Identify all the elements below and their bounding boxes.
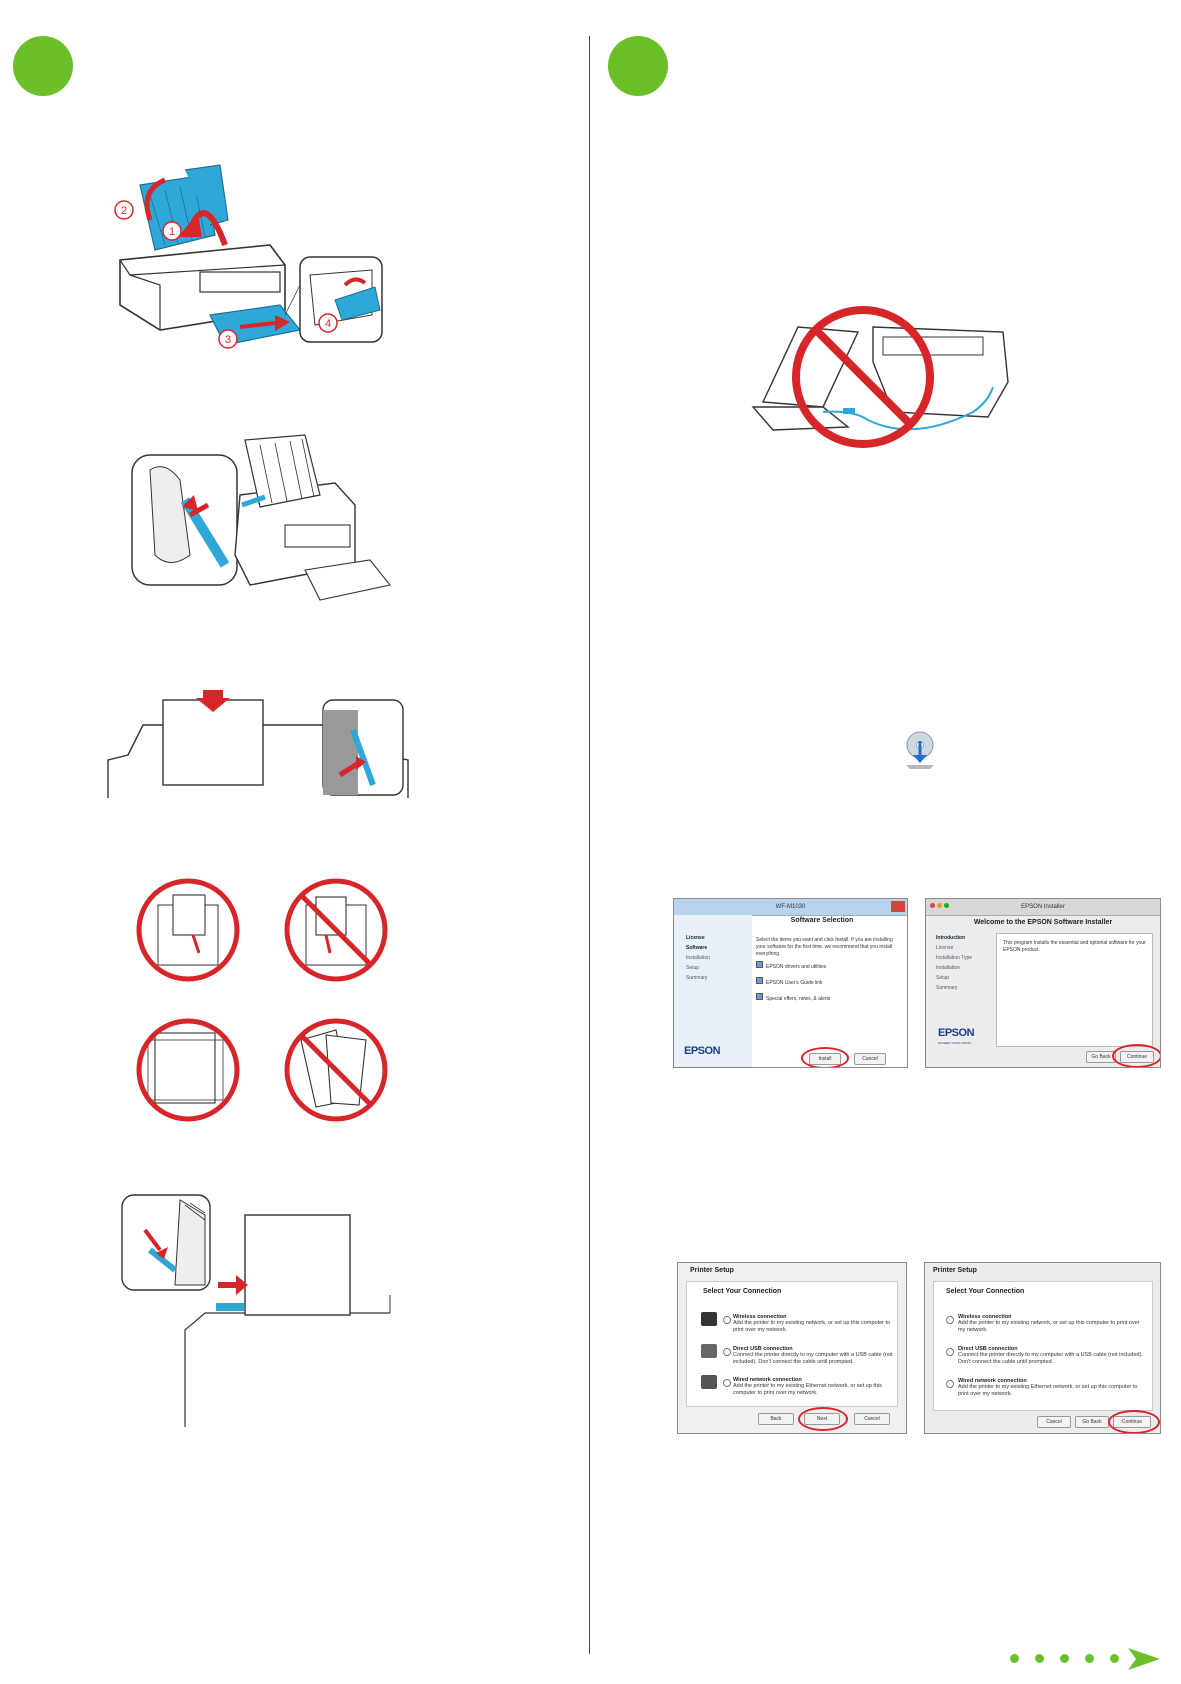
radio-usb[interactable] — [723, 1348, 731, 1356]
printer-setup-mac: Printer Setup Select Your Connection Wir… — [924, 1262, 1161, 1434]
callout-4: 4 — [325, 318, 331, 330]
cancel-button[interactable]: Cancel — [854, 1053, 886, 1065]
go-back-button[interactable]: Go Back — [1075, 1416, 1109, 1428]
checkbox-label-guide: EPSON User's Guide link — [766, 980, 823, 986]
mac-installer-body: This program installs the essential and … — [1003, 940, 1146, 953]
option-title-wired: Wired network connection — [733, 1377, 802, 1383]
select-connection-heading: Select Your Connection — [703, 1288, 782, 1295]
close-icon[interactable] — [930, 903, 935, 908]
callout-2: 2 — [121, 205, 127, 217]
step-introduction: Introduction — [936, 935, 966, 941]
mac-installer-title: EPSON Installer — [926, 899, 1160, 916]
option-title-wired: Wired network connection — [958, 1378, 1027, 1384]
cancel-button[interactable]: Cancel — [1037, 1416, 1071, 1428]
option-desc-wired: Add the printer to my existing Ethernet … — [958, 1384, 1138, 1397]
close-icon[interactable] — [891, 901, 905, 912]
progress-dot — [1035, 1654, 1044, 1663]
sidebar-item-summary: Summary — [686, 975, 708, 981]
mac-installer-window: EPSON Installer Welcome to the EPSON Sof… — [925, 898, 1161, 1068]
continue-indicator — [1010, 1654, 1119, 1663]
mac-installer-steps: Introduction License Installation Type I… — [932, 933, 998, 993]
callout-1: 1 — [169, 226, 175, 238]
printer-setup-title: Printer Setup — [933, 1267, 977, 1274]
load-paper-illustration — [107, 690, 409, 798]
option-desc-wireless: Add the printer to my existing network, … — [733, 1320, 891, 1333]
edge-guide-slide-illustration — [131, 434, 391, 601]
printer-setup-windows: Printer Setup Select Your Connection Wir… — [677, 1262, 907, 1434]
install-cd-icon — [906, 731, 934, 769]
epson-logo: EPSON — [684, 1045, 721, 1057]
checkbox-label-drivers: EPSON drivers and utilities — [766, 964, 827, 970]
highlight-oval — [1108, 1410, 1160, 1433]
sidebar-item-installation: Installation — [686, 955, 710, 961]
option-desc-wired: Add the printer to my existing Ethernet … — [733, 1383, 882, 1396]
paper-orientation-examples — [136, 878, 388, 1122]
windows-installer-title: WF-M1030 — [674, 899, 907, 916]
sidebar-item-license: License — [686, 935, 705, 941]
zoom-icon[interactable] — [944, 903, 949, 908]
radio-usb[interactable] — [946, 1348, 954, 1356]
highlight-oval — [798, 1407, 848, 1431]
progress-dot — [1010, 1654, 1019, 1663]
checkbox-label-offers: Special offers, news, & alerts — [766, 996, 831, 1002]
step-circle-left — [13, 36, 73, 96]
checkbox[interactable] — [756, 961, 763, 968]
sidebar-item-setup: Setup — [686, 965, 700, 971]
radio-wired[interactable] — [946, 1380, 954, 1388]
option-title-usb: Direct USB connection — [733, 1346, 793, 1352]
step-installation: Installation — [936, 965, 960, 971]
usb-icon — [701, 1344, 717, 1358]
next-page-arrow-icon — [1128, 1648, 1160, 1670]
select-connection-heading: Select Your Connection — [946, 1288, 1025, 1295]
radio-wireless[interactable] — [946, 1316, 954, 1324]
windows-installer-window: WF-M1030 License Software Installation S… — [673, 898, 908, 1068]
wireless-printer-icon — [701, 1312, 717, 1326]
minimize-icon[interactable] — [937, 903, 942, 908]
callout-3: 3 — [225, 334, 231, 346]
edge-guide-against-paper-illustration — [121, 1194, 391, 1427]
software-selection-heading: Software Selection — [790, 917, 854, 924]
ethernet-icon — [701, 1375, 717, 1389]
option-title-usb: Direct USB connection — [958, 1346, 1018, 1352]
progress-dot — [1060, 1654, 1069, 1663]
option-desc-wireless: Add the printer to my existing network, … — [958, 1320, 1140, 1333]
option-title-wireless: Wireless connection — [958, 1314, 1012, 1320]
checkbox[interactable] — [756, 993, 763, 1000]
progress-dot — [1085, 1654, 1094, 1663]
option-desc-usb: Connect the printer directly to my compu… — [733, 1352, 893, 1365]
mac-installer-heading: Welcome to the EPSON Software Installer — [973, 919, 1113, 926]
step-circle-right — [608, 36, 668, 96]
sidebar-item-software: Software — [686, 945, 708, 951]
epson-logo: EPSON — [938, 1027, 975, 1039]
step-summary: Summary — [936, 985, 958, 991]
printer-setup-panel: Select Your Connection Wireless connecti… — [933, 1281, 1153, 1411]
windows-installer-sidebar: License Software Installation Setup Summ… — [674, 915, 752, 1067]
cancel-button[interactable]: Cancel — [854, 1413, 890, 1425]
printer-extend-support-illustration: 1 2 3 4 — [114, 164, 383, 349]
step-license: License — [936, 945, 954, 951]
radio-wired[interactable] — [723, 1379, 731, 1387]
epson-tagline: EXCEED YOUR VISION — [938, 1041, 971, 1045]
highlight-oval — [1112, 1044, 1160, 1067]
progress-dot — [1110, 1654, 1119, 1663]
column-divider — [589, 36, 590, 1654]
step-installation-type: Installation Type — [936, 955, 973, 961]
radio-wireless[interactable] — [723, 1316, 731, 1324]
option-title-wireless: Wireless connection — [733, 1314, 787, 1320]
no-usb-icon — [751, 306, 1009, 448]
software-selection-intro: Select the items you want and click Inst… — [756, 937, 893, 957]
printer-setup-panel: Select Your Connection Wireless connecti… — [686, 1281, 898, 1407]
printer-setup-title: Printer Setup — [690, 1267, 734, 1274]
step-setup: Setup — [936, 975, 950, 981]
highlight-oval — [801, 1047, 849, 1067]
option-desc-usb: Connect the printer directly to my compu… — [958, 1352, 1143, 1365]
checkbox[interactable] — [756, 977, 763, 984]
mac-installer-content: This program installs the essential and … — [996, 933, 1153, 1047]
back-button[interactable]: Back — [758, 1413, 794, 1425]
